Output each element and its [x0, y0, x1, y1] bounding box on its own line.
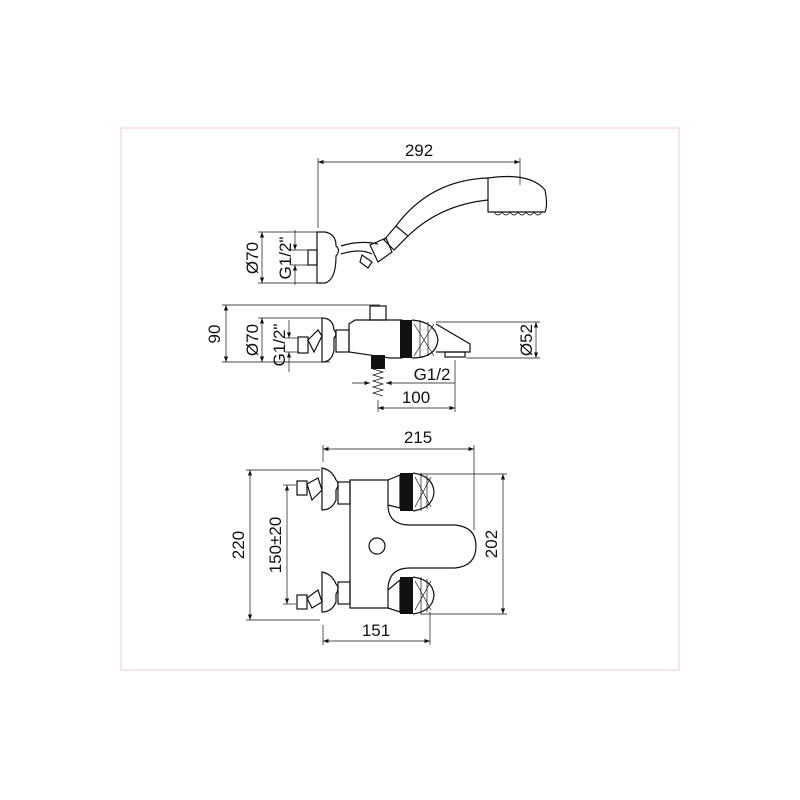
handle-knob — [400, 320, 412, 358]
mixer-side-view: 90 Ø70 G1/2" Ø52 G1/2 100 — [205, 304, 540, 412]
drawing-frame — [120, 127, 680, 671]
mixer-top-view: 215 220 150±20 202 151 — [229, 428, 507, 645]
hand-shower-view: 292 Ø70 G1/2" — [243, 141, 548, 285]
dim-overall-height: 220 — [229, 531, 248, 559]
dim-spout-diameter: Ø52 — [517, 324, 536, 356]
dim-side-thread: G1/2" — [270, 324, 289, 367]
dim-outlet-thread: G1/2 — [414, 365, 451, 384]
dim-outlet-distance: 100 — [402, 388, 430, 407]
diverter-hole — [368, 537, 386, 555]
dim-width: 215 — [404, 428, 432, 447]
dim-height: 90 — [205, 325, 224, 344]
dim-shower-thread: G1/2" — [276, 237, 295, 280]
dim-side-flange-diameter: Ø70 — [243, 324, 262, 356]
dim-shower-length: 292 — [405, 141, 433, 160]
dim-body-height: 202 — [482, 530, 501, 558]
dim-inlet-spacing: 150±20 — [266, 517, 285, 574]
dim-body-width: 151 — [362, 621, 390, 640]
dim-shower-flange-diameter: Ø70 — [243, 242, 262, 274]
